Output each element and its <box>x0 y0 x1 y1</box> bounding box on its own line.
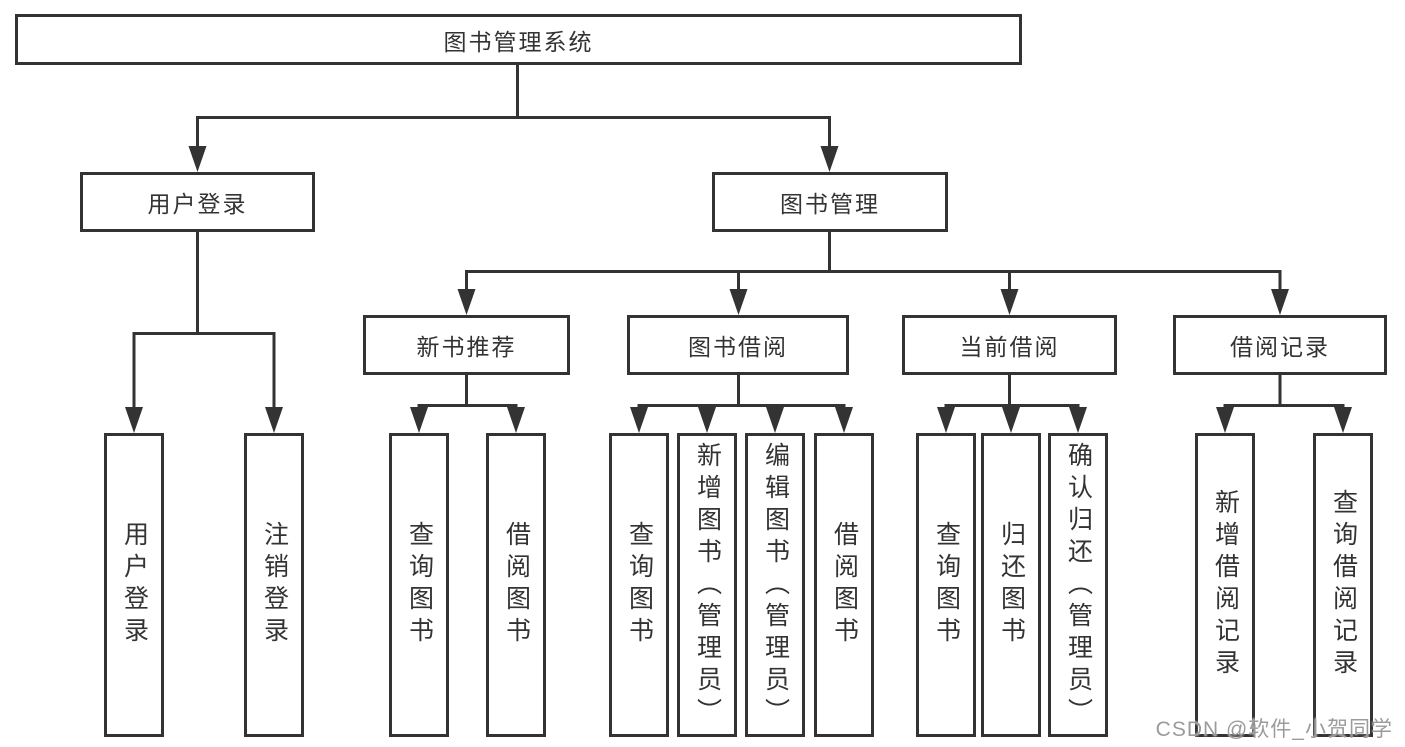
leaf-query-book-2: 查询图书 <box>609 433 669 737</box>
leaf-edit-book-admin: 编辑图书（管理员） <box>745 433 805 737</box>
connector-current-borrow-branch <box>937 373 1087 433</box>
connector-borrow-record-branch <box>1216 373 1352 433</box>
leaf-borrow-book-1: 借阅图书 <box>486 433 546 737</box>
node-root-system: 图书管理系统 <box>15 14 1022 65</box>
leaf-user-login: 用户登录 <box>104 433 164 737</box>
leaf-add-book-admin: 新增图书（管理员） <box>677 433 737 737</box>
leaf-query-borrow-record: 查询借阅记录 <box>1313 433 1373 737</box>
node-book-management: 图书管理 <box>712 172 948 232</box>
leaf-logout: 注销登录 <box>244 433 304 737</box>
node-new-book-recommend: 新书推荐 <box>363 315 570 375</box>
leaf-confirm-return-admin: 确认归还（管理员） <box>1048 433 1108 737</box>
leaf-query-book-3: 查询图书 <box>916 433 976 737</box>
connector-root-to-level2 <box>188 64 839 172</box>
node-borrow-record: 借阅记录 <box>1173 315 1387 375</box>
leaf-borrow-book-2: 借阅图书 <box>814 433 874 737</box>
connector-new-book-branch <box>410 373 525 433</box>
connector-user-login-branch <box>125 230 283 433</box>
node-book-borrow: 图书借阅 <box>627 315 849 375</box>
leaf-query-book-1: 查询图书 <box>389 433 449 737</box>
leaf-add-borrow-record: 新增借阅记录 <box>1195 433 1255 737</box>
node-current-borrow: 当前借阅 <box>902 315 1117 375</box>
node-user-login: 用户登录 <box>80 172 315 232</box>
connector-book-management-branch <box>457 230 1289 315</box>
connector-book-borrow-branch <box>630 373 853 433</box>
leaf-return-book: 归还图书 <box>981 433 1041 737</box>
